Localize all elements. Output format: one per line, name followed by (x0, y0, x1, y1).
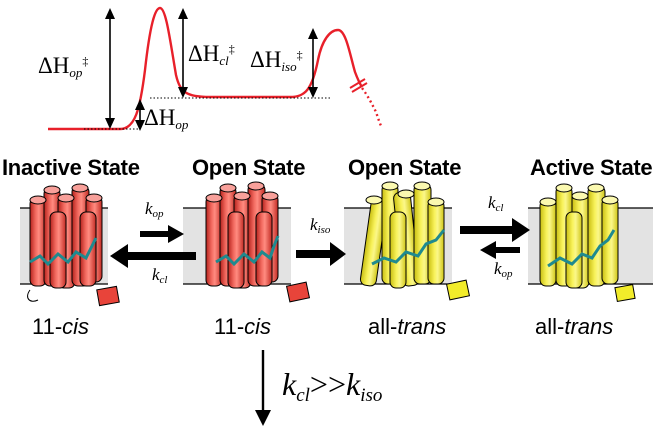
arrow-k-cl-back (110, 244, 196, 268)
energy-curve-continuation (361, 87, 384, 129)
label-dH-iso-ts: ΔHiso‡ (250, 47, 303, 74)
kinetic-condition: kcl>>kiso (282, 366, 383, 406)
arrow-k-iso-forward (296, 242, 346, 266)
arrow-k-op-back (480, 241, 520, 259)
state-title-open-cis: Open State (192, 155, 306, 180)
isomer-label-open-cis: 11-cis (214, 314, 272, 339)
energy-arrows (105, 8, 318, 131)
isomer-label-inactive: 11-cis (32, 314, 90, 339)
rate-k-cl-2: kcl (488, 193, 504, 214)
curve-break-mark (349, 78, 368, 93)
rate-k-iso: kiso (310, 215, 331, 236)
chromophore-inactive (29, 237, 98, 267)
energy-curve (48, 6, 364, 131)
reaction-arrows (110, 218, 530, 426)
arrow-k-cl-forward (460, 218, 530, 242)
rate-k-cl-1: kcl (152, 265, 168, 286)
state-title-inactive: Inactive State (2, 155, 140, 180)
rate-k-op-2: kop (494, 259, 513, 280)
chromophore-active (547, 229, 616, 268)
protein-open-trans (359, 181, 471, 301)
chromophore-open-cis (215, 235, 280, 267)
energy-profile (48, 6, 384, 131)
label-dH-cl-ts: ΔHcl‡ (188, 41, 235, 68)
rate-k-op-1: kop (145, 199, 164, 220)
state-title-open-trans: Open State (348, 155, 462, 180)
isomer-label-active: all-trans (535, 314, 614, 339)
chromophore-open-trans (371, 229, 446, 266)
isomer-label-open-trans: all-trans (368, 314, 447, 339)
protein-open-cis (205, 181, 311, 303)
state-title-active: Active State (530, 155, 653, 180)
label-dH-op-ts: ΔHop‡ (38, 53, 89, 80)
arrow-k-op-forward (140, 225, 184, 243)
label-dH-op: ΔHop (144, 105, 189, 132)
